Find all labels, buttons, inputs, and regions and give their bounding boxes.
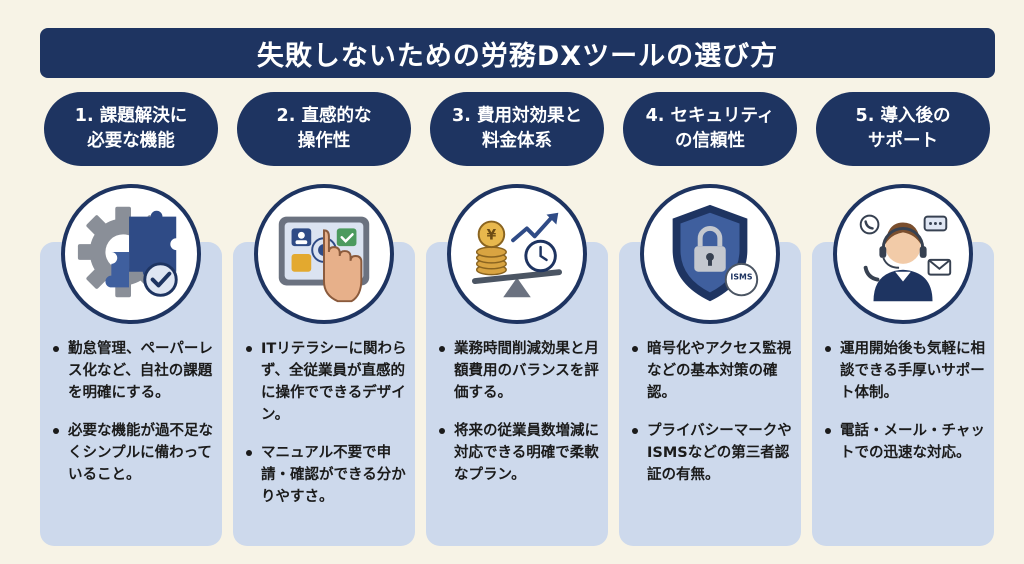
card-title-line: 料金体系 [482,131,552,151]
page-title: 失敗しないための労務DXツールの選び方 [256,40,779,72]
list-item: 電話・メール・チャットでの迅速な対応。 [822,420,990,464]
card-header: 5. 導入後の サポート [816,92,990,166]
card-cost: 3. 費用対効果と 料金体系 ¥ 業務時間 [426,92,608,546]
isms-badge-text: ISMS [730,273,752,282]
icon-circle: ¥ [447,184,587,324]
card-title-line: 1. 課題解決に [74,106,188,126]
gear-puzzle-check-icon [77,206,178,298]
icon-circle [254,184,394,324]
bullet-list: 業務時間削減効果と月額費用のバランスを評価する。 将来の従業員数増減に対応できる… [436,338,604,502]
list-item: 業務時間削減効果と月額費用のバランスを評価する。 [436,338,604,404]
card-header: 1. 課題解決に 必要な機能 [44,92,218,166]
card-header: 3. 費用対効果と 料金体系 [430,92,604,166]
card-header: 2. 直感的な 操作性 [237,92,411,166]
icon-circle [833,184,973,324]
card-usability: 2. 直感的な 操作性 ITリテラシーに関わらず、全従業員が直感的に操作でできる… [233,92,415,546]
card-title-line: 操作性 [297,131,351,151]
list-item: 将来の従業員数増減に対応できる明確で柔軟なプラン。 [436,420,604,486]
card-functions: 1. 課題解決に 必要な機能 [40,92,222,546]
card-title-line: 2. 直感的な [276,106,372,126]
bullet-list: ITリテラシーに関わらず、全従業員が直感的に操作でできるデザイン。 マニュアル不… [243,338,411,524]
list-item: 勤怠管理、ペーパーレス化など、自社の課題を明確にする。 [50,338,218,404]
list-item: ITリテラシーに関わらず、全従業員が直感的に操作でできるデザイン。 [243,338,411,426]
title-banner: 失敗しないための労務DXツールの選び方 [40,28,995,78]
bullet-list: 運用開始後も気軽に相談できる手厚いサポート体制。 電話・メール・チャットでの迅速… [822,338,990,480]
bullet-list: 勤怠管理、ペーパーレス化など、自社の課題を明確にする。 必要な機能が過不足なくシ… [50,338,218,502]
card-title-line: の信頼性 [675,131,745,151]
card-title-line: サポート [868,131,938,151]
shield-lock-icon: ISMS [672,204,759,302]
card-title-line: 必要な機能 [87,131,175,151]
list-item: マニュアル不要で申請・確認ができる分かりやすさ。 [243,442,411,508]
icon-circle: ISMS [640,184,780,324]
tablet-touch-icon [278,216,370,303]
card-support: 5. 導入後の サポート 運用開始後も [812,92,994,546]
list-item: 運用開始後も気軽に相談できる手厚いサポート体制。 [822,338,990,404]
support-operator-icon [859,214,952,302]
bullet-list: 暗号化やアクセス監視などの基本対策の確認。 プライバシーマークやISMSなどの第… [629,338,797,502]
icon-circle [61,184,201,324]
coins-balance-clock-icon: ¥ [471,212,563,298]
list-item: 必要な機能が過不足なくシンプルに備わっていること。 [50,420,218,486]
list-item: プライバシーマークやISMSなどの第三者認証の有無。 [629,420,797,486]
svg-text:¥: ¥ [487,227,497,243]
list-item: 暗号化やアクセス監視などの基本対策の確認。 [629,338,797,404]
card-title-line: 5. 導入後の [855,106,951,126]
card-title-line: 3. 費用対効果と [452,106,582,126]
card-header: 4. セキュリティ の信頼性 [623,92,797,166]
card-title-line: 4. セキュリティ [645,106,775,126]
card-security: 4. セキュリティ の信頼性 ISMS 暗号化やアクセス監視などの基本対策の確認… [619,92,801,546]
